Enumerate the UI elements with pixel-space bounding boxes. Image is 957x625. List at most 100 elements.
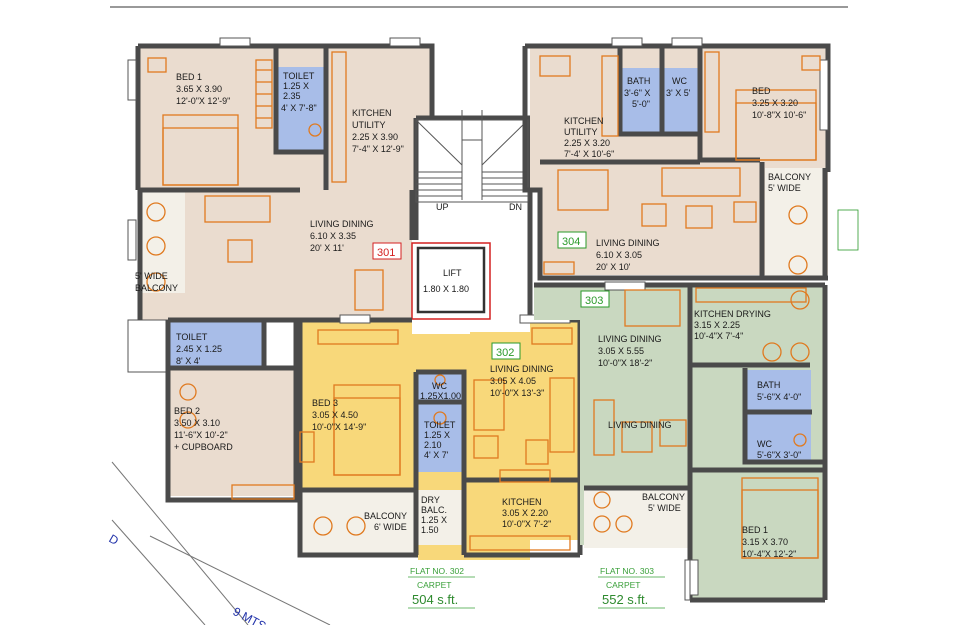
- flat-301: BED 1 3.65 X 3.90 12'-0"X 12'-9" TOILET …: [127, 37, 435, 503]
- wc-304-size: 3' X 5': [666, 88, 691, 98]
- living-303-alt: LIVING DINING: [608, 420, 672, 430]
- living-303-size: 3.05 X 5.55: [598, 346, 644, 356]
- bath-304-size-a: 3'-6" X: [624, 88, 650, 98]
- flat-302-carpet-value: 504 s.ft.: [412, 592, 458, 607]
- flat-303-carpet-label: CARPET: [606, 580, 640, 590]
- wc-304-name: WC: [672, 76, 687, 86]
- toilet-302-size-a: 1.25 X: [424, 430, 450, 440]
- kitchen-302-size: 3.05 X 2.20: [502, 508, 548, 518]
- flat-303-carpet-value: 552 s.ft.: [602, 592, 648, 607]
- road-label-2: 9 MTS: [231, 604, 269, 625]
- bed3-302-ft: 10'-0"X 14'-9": [312, 422, 366, 432]
- flat-302: BED 3 3.05 X 4.50 10'-0"X 14'-9" WC 1.25…: [297, 314, 583, 560]
- kitchen-303-name: KITCHEN DRYING: [694, 309, 771, 319]
- flat-302-no: FLAT NO. 302: [410, 566, 464, 576]
- bath-303-size: 5'-6"X 4'-0": [757, 392, 801, 402]
- flat-303-area-caption: FLAT NO. 303 CARPET 552 s.ft.: [598, 566, 665, 609]
- living-302-name: LIVING DINING: [490, 364, 554, 374]
- kitchen-304-size: 2.25 X 3.20: [564, 138, 610, 148]
- kitchen-302-name: KITCHEN: [502, 497, 542, 507]
- dry-302-c: 1.25 X: [421, 515, 447, 525]
- lift-name: LIFT: [443, 268, 462, 278]
- bath-304-name: BATH: [627, 76, 650, 86]
- balcony-303-name: BALCONY: [642, 492, 685, 502]
- stair-dn-label: DN: [509, 202, 522, 212]
- living-303-name: LIVING DINING: [598, 334, 662, 344]
- bed1-301-ft: 12'-0"X 12'-9": [176, 96, 230, 106]
- toilet-302-name: TOILET: [424, 420, 456, 430]
- balcony-303-width: 5' WIDE: [648, 503, 681, 513]
- flat-303: LIVING DINING 3.05 X 5.55 10'-0"X 18'-2"…: [534, 281, 828, 603]
- living-301-name: LIVING DINING: [310, 219, 374, 229]
- balcony-304-name: BALCONY: [768, 172, 811, 182]
- bed-304-name: BED: [752, 86, 771, 96]
- bed-304-size: 3.25 X 3.20: [752, 98, 798, 108]
- flat-302-carpet-label: CARPET: [417, 580, 451, 590]
- balcony-301-b: BALCONY: [135, 283, 178, 293]
- road-label-1: D: [107, 531, 122, 548]
- dry-302-a: DRY: [421, 495, 440, 505]
- wc-303-name: WC: [757, 439, 772, 449]
- wc-302-size: 1.25X1.00: [420, 391, 461, 401]
- bath-304-size-b: 5'-0": [632, 99, 650, 109]
- kitchen-301-size: 2.25 X 3.90: [352, 132, 398, 142]
- living-303-ft: 10'-0"X 18'-2": [598, 358, 652, 368]
- wc-302-name: WC: [432, 381, 447, 391]
- toilet2-301-size: 2.45 X 1.25: [176, 344, 222, 354]
- bed1-301-name: BED 1: [176, 72, 202, 82]
- wc-303-size: 5'-6"X 3'-0": [757, 450, 801, 460]
- bed3-302-size: 3.05 X 4.50: [312, 410, 358, 420]
- living-304-ft: 20' X 10': [596, 262, 631, 272]
- kitchen-304-name: KITCHEN: [564, 116, 604, 126]
- bed1-301-size: 3.65 X 3.90: [176, 84, 222, 94]
- flat-302-area-caption: FLAT NO. 302 CARPET 504 s.ft.: [408, 566, 475, 609]
- balcony-304-width: 5' WIDE: [768, 183, 801, 193]
- lift-highlight: [411, 242, 491, 320]
- kitchen-303-size: 3.15 X 2.25: [694, 320, 740, 330]
- bed1-303-size: 3.15 X 3.70: [742, 537, 788, 547]
- flat-304: BATH 3'-6" X 5'-0" WC 3' X 5' BED 3.25 X…: [522, 37, 831, 281]
- toilet-301-size-a: 1.25 X: [283, 81, 309, 91]
- flat-304-tag: 304: [562, 236, 580, 248]
- kitchen-304-sub: UTILITY: [564, 127, 598, 137]
- living-302-ft: 10'-0"X 13'-3": [490, 388, 544, 398]
- toilet-302-size-b: 2.10: [424, 440, 442, 450]
- toilet-301-ft: 4' X 7'-8": [281, 103, 317, 113]
- stair-core: UP DN LIFT 1.80 X 1.80: [411, 110, 533, 320]
- bed2-301-size: 3.50 X 3.10: [174, 418, 220, 428]
- bath-303-name: BATH: [757, 380, 780, 390]
- lift-size: 1.80 X 1.80: [423, 284, 469, 294]
- bed2-301-name: BED 2: [174, 406, 200, 416]
- kitchen-304-ft: 7'-4' X 10'-6": [564, 149, 614, 159]
- bed2-301-extra: + CUPBOARD: [174, 442, 233, 452]
- toilet2-301-name: TOILET: [176, 332, 208, 342]
- stair-up-label: UP: [436, 202, 449, 212]
- kitchen-302-ft: 10'-0"X 7'-2": [502, 519, 551, 529]
- bed1-303-ft: 10'-4"X 12'-2": [742, 549, 796, 559]
- toilet-302-ft: 4' X 7': [424, 450, 449, 460]
- bed3-302-name: BED 3: [312, 398, 338, 408]
- dry-302-b: BALC.: [421, 505, 447, 515]
- balcony-302-width: 6' WIDE: [374, 522, 407, 532]
- lift-shaft: [416, 246, 486, 314]
- balcony-301-a: 5' WIDE: [135, 271, 168, 281]
- toilet-301-name: TOILET: [283, 71, 315, 81]
- balcony-302-name: BALCONY: [364, 511, 407, 521]
- living-304-size: 6.10 X 3.05: [596, 250, 642, 260]
- dry-302-d: 1.50: [421, 525, 439, 535]
- toilet-301-size-b: 2.35: [283, 91, 301, 101]
- bed2-301-ft: 11'-6"X 10'-2": [174, 430, 228, 440]
- flat-301-tag: 301: [377, 247, 395, 259]
- living-304-name: LIVING DINING: [596, 238, 660, 248]
- flat-302-tag: 302: [496, 347, 514, 359]
- kitchen-301-name: KITCHEN: [352, 108, 392, 118]
- toilet2-301-ft: 8' X 4': [176, 356, 201, 366]
- kitchen-301-sub: UTILITY: [352, 120, 386, 130]
- living-302-size: 3.05 X 4.05: [490, 376, 536, 386]
- living-301-ft: 20' X 11': [310, 243, 344, 253]
- living-301-size: 6.10 X 3.35: [310, 231, 356, 241]
- kitchen-301-ft: 7'-4" X 12'-9": [352, 144, 404, 154]
- flat-303-no: FLAT NO. 303: [600, 566, 654, 576]
- flat-303-tag: 303: [585, 295, 603, 307]
